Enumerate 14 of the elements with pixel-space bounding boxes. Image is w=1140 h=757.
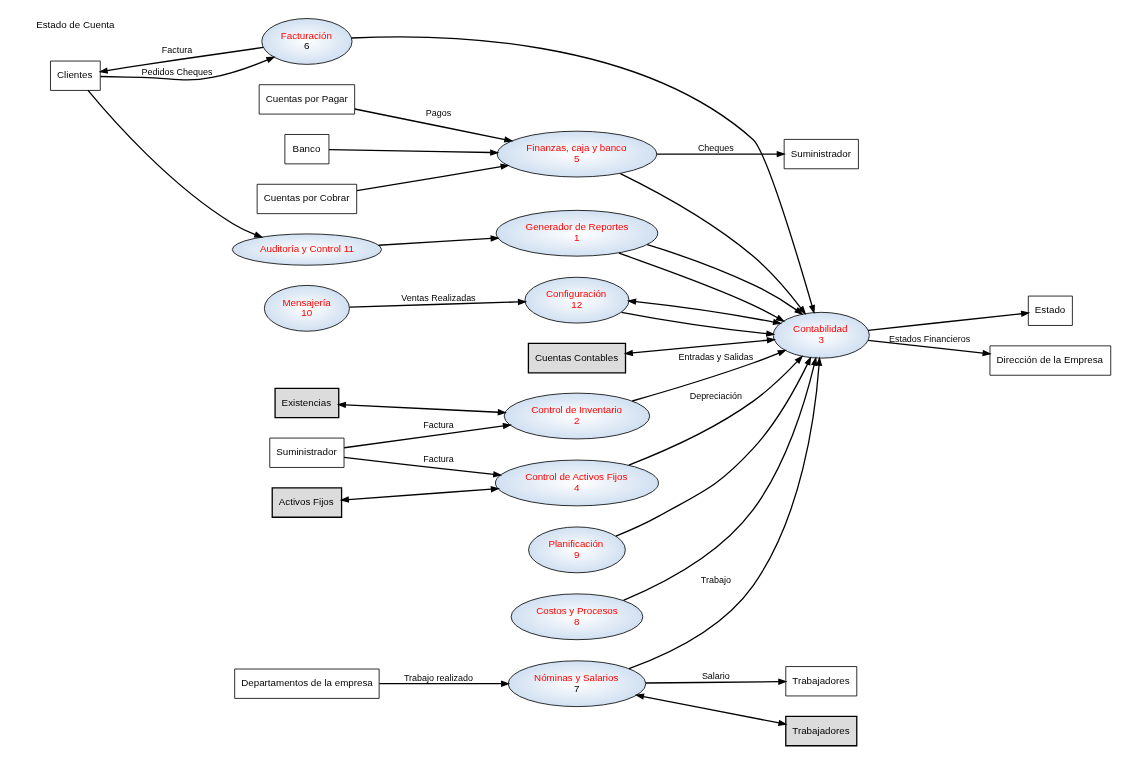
edge-label: Factura [161, 44, 193, 55]
edge-label: Pagos [425, 108, 452, 119]
edge-label: Estados Financieros [888, 333, 971, 344]
edge-label: Trabajo realizado [403, 673, 473, 684]
edge-label: Factura [423, 453, 454, 464]
edge-label: Factura [423, 420, 454, 431]
edge-label: Ventas Realizadas [401, 292, 476, 303]
edge-label: Depreciación [689, 390, 743, 401]
label: Estado de Cuenta [36, 19, 115, 31]
edge-label: Salario [701, 670, 730, 681]
edge-label: Entradas y Salidas [678, 352, 754, 363]
edge-label: Cheques [697, 143, 734, 154]
edge-label: Pedidos Cheques [141, 66, 213, 77]
edge-label: Trabajo [700, 575, 731, 586]
